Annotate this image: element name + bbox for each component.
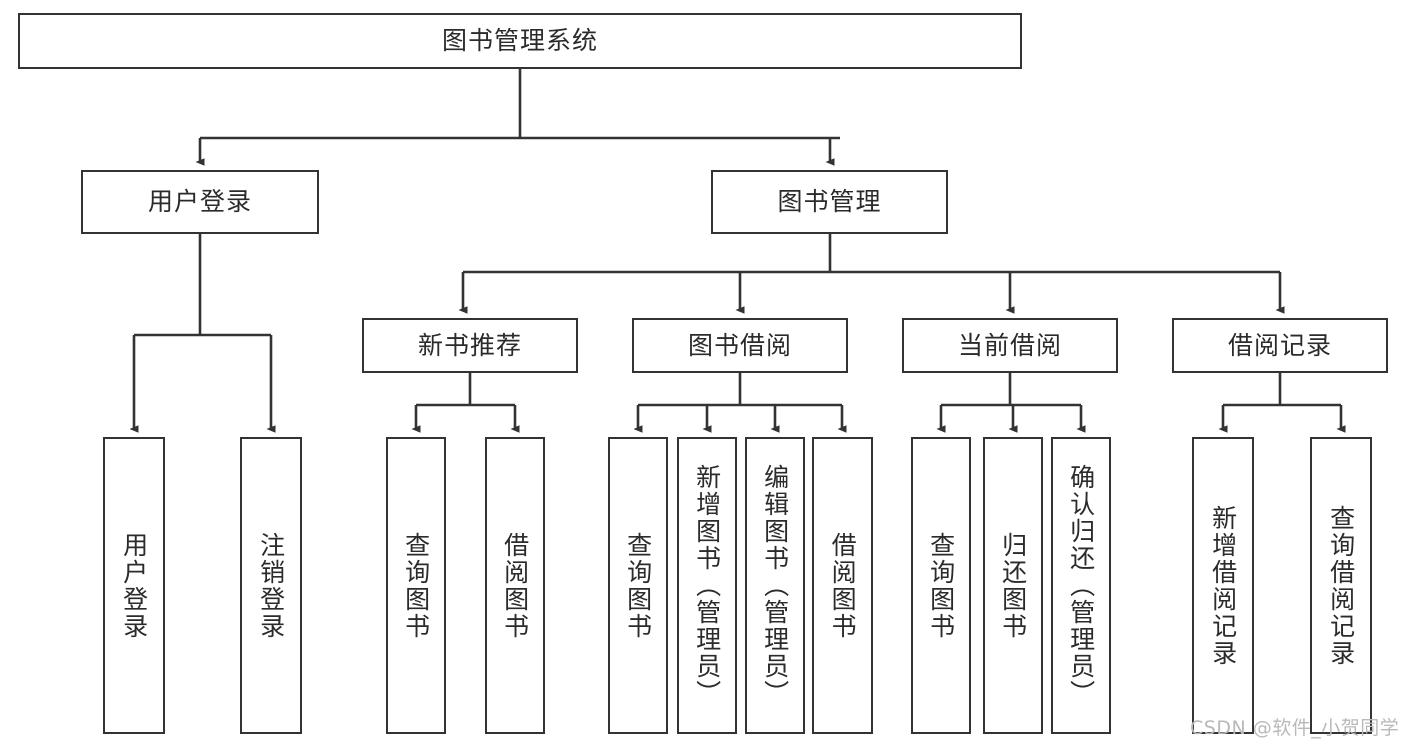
node-new-book-recommend[interactable]: 新书推荐: [362, 318, 578, 373]
node-leaf[interactable]: 新增图书（管理员）: [677, 437, 737, 734]
node-leaf[interactable]: 编辑图书（管理员）: [745, 437, 805, 734]
csdn-watermark: CSDN @软件_小贺同学: [1190, 717, 1400, 739]
node-root-label: 图书管理系统: [441, 26, 598, 55]
node-leaf[interactable]: 查询图书: [386, 437, 446, 734]
node-leaf[interactable]: 新增借阅记录: [1192, 437, 1254, 734]
node-borrow-record[interactable]: 借阅记录: [1172, 318, 1388, 373]
node-label: 借阅图书: [500, 531, 530, 640]
node-leaf[interactable]: 查询图书: [608, 437, 668, 734]
node-root-system[interactable]: 图书管理系统: [18, 13, 1022, 69]
node-leaf[interactable]: 确认归还（管理员）: [1051, 437, 1111, 734]
node-label: 借阅图书: [828, 531, 858, 640]
node-label: 借阅记录: [1227, 330, 1332, 360]
node-leaf[interactable]: 查询图书: [911, 437, 971, 734]
node-label: 图书管理: [777, 187, 882, 216]
node-label: 新增图书（管理员）: [692, 464, 722, 707]
node-label: 用户登录: [119, 531, 149, 640]
node-label: 归还图书: [998, 531, 1028, 640]
node-label: 确认归还（管理员）: [1066, 464, 1096, 707]
node-leaf[interactable]: 借阅图书: [485, 437, 545, 734]
node-label: 编辑图书（管理员）: [760, 464, 790, 707]
node-label: 注销登录: [256, 531, 286, 640]
node-book-management-module[interactable]: 图书管理: [711, 170, 948, 234]
node-leaf[interactable]: 借阅图书: [812, 437, 873, 734]
node-label: 用户登录: [147, 187, 252, 216]
node-current-borrow[interactable]: 当前借阅: [902, 318, 1118, 373]
node-label: 图书借阅: [687, 330, 792, 360]
node-leaf[interactable]: 查询借阅记录: [1310, 437, 1372, 734]
node-book-borrow[interactable]: 图书借阅: [632, 318, 848, 373]
node-label: 查询图书: [401, 531, 431, 640]
node-label: 查询借阅记录: [1326, 504, 1356, 667]
node-leaf[interactable]: 归还图书: [983, 437, 1043, 734]
node-label: 查询图书: [623, 531, 653, 640]
node-leaf[interactable]: 用户登录: [103, 437, 165, 734]
node-label: 新书推荐: [417, 330, 522, 360]
node-label: 查询图书: [926, 531, 956, 640]
node-label: 当前借阅: [957, 330, 1062, 360]
node-label: 新增借阅记录: [1208, 504, 1238, 667]
node-leaf[interactable]: 注销登录: [240, 437, 302, 734]
node-user-login-module[interactable]: 用户登录: [81, 170, 319, 234]
